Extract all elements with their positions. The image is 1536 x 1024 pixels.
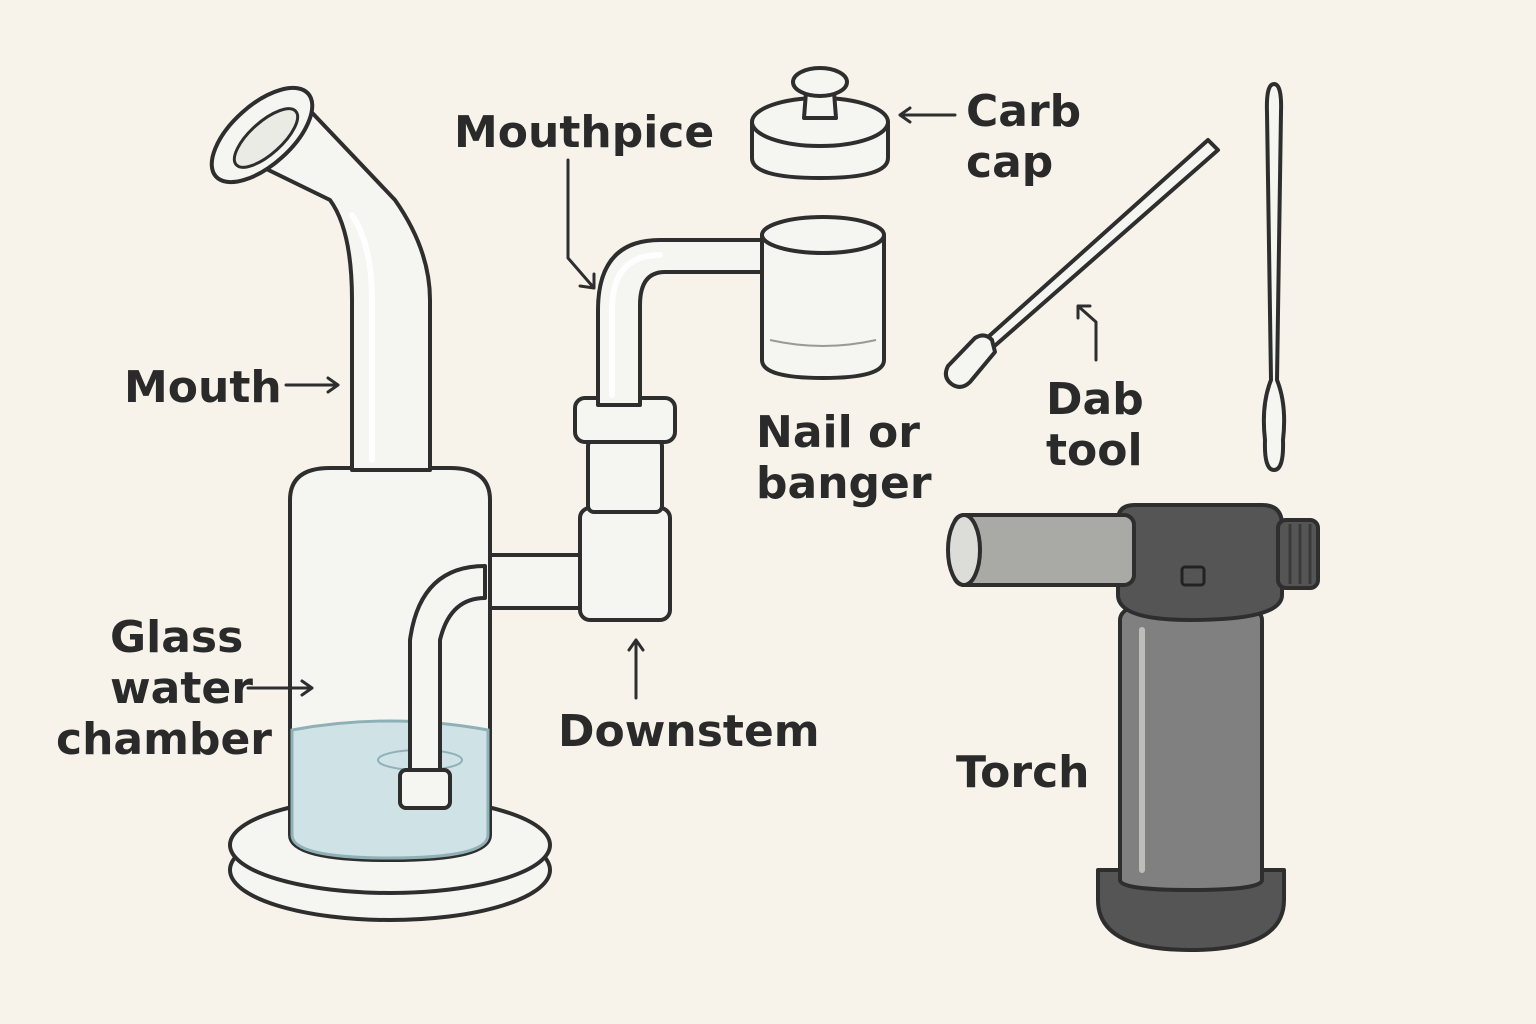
labels: Mouth Mouthpice Carb cap Nail or banger … (56, 86, 1144, 798)
torch-dial-grip (1288, 524, 1312, 584)
label-arrows (246, 106, 1098, 700)
label-water-chamber-2: water (110, 663, 253, 714)
quartz-banger-illustration (596, 215, 886, 407)
mouthpiece-arrow (566, 158, 596, 290)
label-mouthpiece: Mouthpice (454, 107, 714, 158)
water-chamber-arrow (246, 679, 314, 697)
banger-rim (760, 215, 886, 255)
carb-cap-arrow (898, 106, 957, 124)
torch-dial (1276, 518, 1320, 590)
internal-tube-tip (398, 768, 452, 810)
internal-tube (408, 564, 487, 802)
mouth-inner (232, 107, 300, 169)
label-dab-tool-1: Dab (1046, 374, 1144, 425)
downstem-arrow (627, 638, 645, 700)
label-downstem: Downstem (558, 706, 820, 757)
label-torch: Torch (956, 747, 1090, 798)
torch-nozzle-opening (946, 513, 982, 587)
label-carb-cap-2: cap (966, 137, 1053, 188)
carb-cap-knob (791, 66, 849, 98)
dab-rig-illustration (209, 85, 677, 922)
label-water-chamber-3: chamber (56, 714, 272, 765)
dab-tool-illustration (943, 138, 1220, 389)
dab-tool-2-illustration (1261, 82, 1287, 472)
label-mouth: Mouth (124, 362, 282, 413)
joint-sleeve (586, 438, 664, 514)
mouth-arrow (284, 376, 340, 394)
banger-arm (596, 238, 772, 407)
dab-tool-tip (943, 333, 997, 389)
torch-head (1116, 503, 1284, 622)
label-dab-tool-2: tool (1046, 425, 1143, 476)
neck-highlight (349, 212, 375, 463)
butane-torch-illustration (946, 503, 1320, 952)
label-carb-cap-1: Carb (966, 86, 1081, 137)
label-nail-2: banger (756, 458, 932, 509)
label-water-chamber-1: Glass (110, 612, 243, 663)
banger-inner-line (769, 339, 877, 347)
downstem-joint (578, 506, 672, 622)
water (290, 719, 490, 860)
label-nail-1: Nail or (756, 407, 920, 458)
dab-tool-arrow (1076, 304, 1098, 362)
dab-tool-2-body (1261, 82, 1287, 472)
rig-side-arm (478, 553, 587, 610)
carb-cap-illustration (750, 66, 890, 180)
torch-lock-icon (1180, 565, 1206, 587)
banger-bucket (760, 233, 886, 380)
banger-arm-highlight (609, 252, 663, 398)
